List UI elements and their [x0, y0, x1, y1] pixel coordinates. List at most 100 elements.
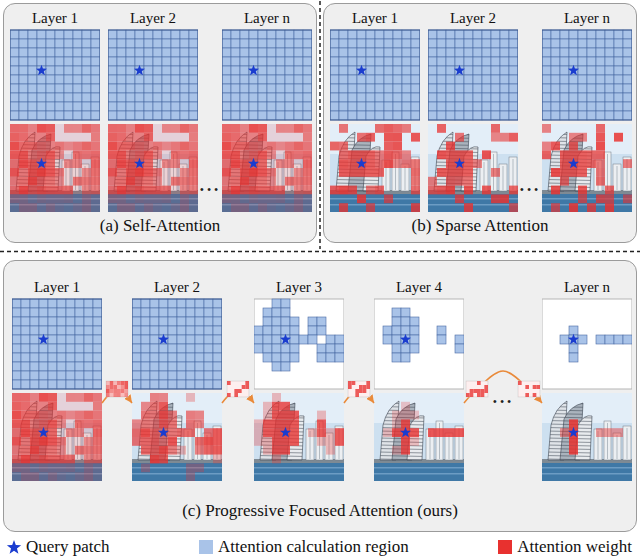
- grid-cell: [272, 308, 281, 317]
- attention-cell: [171, 168, 180, 177]
- attention-cell: [272, 437, 281, 446]
- grid-cell: [317, 317, 326, 326]
- grid-cell: [55, 84, 64, 93]
- grid-cell: [411, 48, 420, 57]
- attention-cell: [108, 159, 117, 168]
- grid-cell: [93, 362, 102, 371]
- grid-cell: [108, 102, 117, 111]
- attention-cell: [596, 194, 605, 203]
- grid-cell: [473, 30, 482, 39]
- grid-cell: [180, 93, 189, 102]
- attention-cell: [66, 437, 75, 446]
- grid-cell: [542, 30, 551, 39]
- grid-cell: [348, 75, 357, 84]
- query-star: [158, 334, 169, 344]
- grid-cell: [542, 66, 551, 75]
- grid-cell: [93, 326, 102, 335]
- grid-cell: [73, 102, 82, 111]
- attention-cell: [605, 203, 614, 212]
- attention-cell: [437, 428, 446, 437]
- grid-cell: [375, 84, 384, 93]
- grid-cell: [126, 102, 135, 111]
- grid-cell: [39, 371, 48, 380]
- grid-cell: [491, 84, 500, 93]
- attention-cell: [276, 124, 285, 133]
- grid-cell: [117, 84, 126, 93]
- grid-cell: [73, 111, 82, 120]
- grid-cell: [82, 111, 91, 120]
- attention-cell: [393, 159, 402, 168]
- attention-cell: [249, 203, 258, 212]
- grid-cell: [569, 326, 578, 335]
- attention-cell: [231, 142, 240, 151]
- grid-cell: [144, 75, 153, 84]
- grid-cell: [144, 39, 153, 48]
- grid-cell: [91, 102, 100, 111]
- attention-cell: [64, 168, 73, 177]
- attention-cell: [19, 194, 28, 203]
- attention-cell: [551, 203, 560, 212]
- attention-cell: [150, 437, 159, 446]
- grid-cell: [19, 84, 28, 93]
- grid-cell: [64, 39, 73, 48]
- grid-cell: [437, 111, 446, 120]
- sail-stripe: [258, 459, 306, 460]
- grid-cell: [276, 111, 285, 120]
- grid-cell: [272, 299, 281, 308]
- attention-cell: [263, 402, 272, 411]
- attention-cell: [55, 194, 64, 203]
- grid-cell: [402, 30, 411, 39]
- grid-cell: [623, 102, 632, 111]
- grid-cell: [623, 57, 632, 66]
- tower: [604, 152, 611, 191]
- query-star: [400, 427, 411, 437]
- grid-cell: [189, 39, 198, 48]
- attention-cell: [162, 159, 171, 168]
- attention-cell: [189, 203, 198, 212]
- grid-cell: [150, 308, 159, 317]
- query-star: [38, 334, 49, 344]
- attention-cell: [339, 150, 348, 159]
- tower-window: [627, 428, 628, 459]
- grid-cell: [393, 75, 402, 84]
- sky: [542, 124, 632, 212]
- attention-cell: [177, 428, 186, 437]
- grid-cell: [393, 111, 402, 120]
- grid-cell: [366, 84, 375, 93]
- grid-cell: [384, 84, 393, 93]
- label-holder: Layer 3: [254, 277, 344, 297]
- grid-cell: [108, 93, 117, 102]
- grid-cell: [428, 48, 437, 57]
- grid-cell: [446, 111, 455, 120]
- attention-cell: [75, 446, 84, 455]
- grid-cell: [500, 57, 509, 66]
- grid-cell: [66, 335, 75, 344]
- grid-cell: [84, 326, 93, 335]
- grid-cell: [73, 93, 82, 102]
- attention-cell: [141, 411, 150, 420]
- grid-cell: [605, 48, 614, 57]
- attention-cell: [126, 177, 135, 186]
- attention-cell: [303, 150, 312, 159]
- grid-cell: [276, 48, 285, 57]
- grid-cell: [285, 111, 294, 120]
- attention-cell: [12, 437, 21, 446]
- grid-cell: [21, 299, 30, 308]
- attention-cell: [455, 428, 464, 437]
- grid-cell: [91, 66, 100, 75]
- grid-cell: [267, 66, 276, 75]
- grid-cell: [240, 102, 249, 111]
- grid-cell: [258, 30, 267, 39]
- grid-cell: [411, 93, 420, 102]
- attention-cell: [66, 428, 75, 437]
- attention-cell: [263, 428, 272, 437]
- grid-cell: [189, 111, 198, 120]
- grid-cell: [402, 111, 411, 120]
- grid-cell: [21, 371, 30, 380]
- attention-cell: [180, 150, 189, 159]
- sky: [428, 124, 518, 212]
- attention-cell: [189, 194, 198, 203]
- attention-cell: [48, 463, 57, 472]
- attention-cell: [231, 194, 240, 203]
- attention-cell: [73, 186, 82, 195]
